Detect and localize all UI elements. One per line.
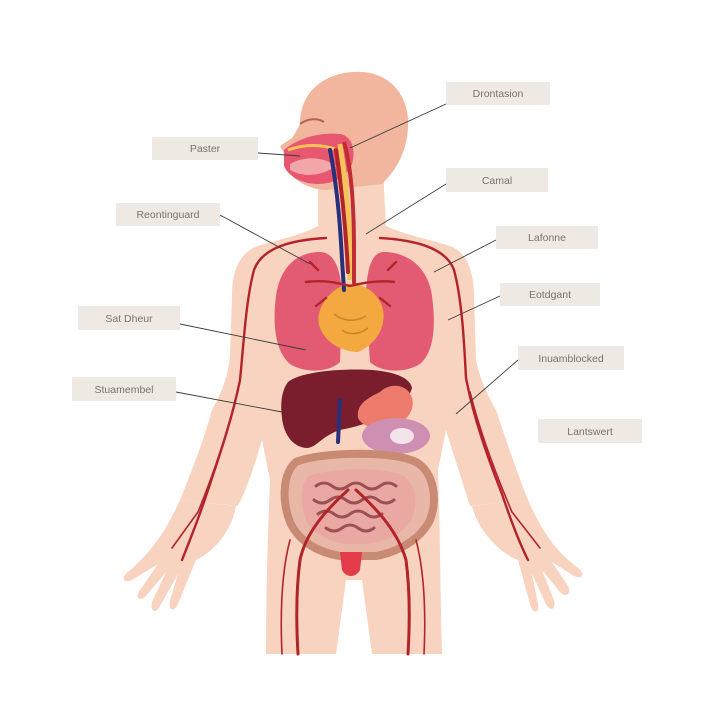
heart bbox=[318, 283, 384, 352]
left-forearm-artery bbox=[171, 389, 239, 549]
leader-line bbox=[257, 152, 301, 157]
label-drontasion: Drontasion bbox=[473, 88, 524, 100]
label-paster: Paster bbox=[190, 143, 221, 155]
leader-line bbox=[455, 359, 519, 415]
small-intestine-coils bbox=[312, 481, 398, 533]
blood-vessels bbox=[171, 148, 541, 656]
label-stuamembel: Stuamembel bbox=[95, 384, 154, 396]
label-box-lantswert bbox=[538, 419, 642, 443]
esophagus bbox=[342, 141, 356, 290]
left-hand bbox=[123, 500, 236, 611]
right-arm-artery bbox=[378, 236, 530, 562]
label-sat-dheur: Sat Dheur bbox=[105, 313, 153, 325]
leader-line bbox=[219, 214, 311, 265]
aorta bbox=[334, 148, 350, 274]
label-box-sat-dheur bbox=[78, 306, 180, 330]
leader-line bbox=[349, 103, 447, 149]
label-box-paster bbox=[152, 137, 258, 160]
stomach bbox=[357, 385, 413, 429]
label-box-eotdgant bbox=[500, 283, 600, 306]
leader-line bbox=[365, 183, 447, 235]
leader-line bbox=[179, 323, 307, 351]
label-box-camal bbox=[446, 168, 548, 192]
label-lafonne: Lafonne bbox=[528, 232, 566, 244]
label-camal: Camal bbox=[482, 175, 512, 187]
liver bbox=[281, 369, 412, 448]
palate bbox=[287, 144, 339, 152]
label-box-inuamblocked bbox=[518, 346, 624, 370]
right-leg-artery bbox=[354, 488, 411, 656]
left-arm-artery bbox=[180, 236, 328, 562]
leader-line bbox=[447, 295, 501, 321]
label-box-lafonne bbox=[496, 226, 598, 249]
pulmonary-vessels bbox=[304, 260, 398, 308]
leader-line bbox=[175, 391, 283, 413]
bladder bbox=[340, 552, 362, 576]
trachea bbox=[337, 143, 353, 280]
left-leg-vein bbox=[280, 539, 291, 655]
label-box-reontinguard bbox=[116, 203, 220, 226]
label-eotdgant: Eotdgant bbox=[529, 289, 571, 301]
leader-lines bbox=[175, 103, 519, 415]
right-forearm-artery bbox=[469, 391, 541, 549]
left-leg-artery bbox=[295, 488, 350, 656]
label-lantswert: Lantswert bbox=[567, 426, 613, 438]
large-intestine-inner bbox=[301, 469, 416, 544]
kidney-core bbox=[390, 428, 414, 444]
labels: Paster Reontinguard Sat Dheur Stuamembel… bbox=[72, 82, 642, 443]
label-box-stuamembel bbox=[72, 377, 176, 401]
tongue bbox=[290, 158, 336, 175]
vena-cava bbox=[328, 148, 346, 444]
label-inuamblocked: Inuamblocked bbox=[538, 353, 604, 365]
label-box-drontasion bbox=[446, 82, 550, 105]
leader-line bbox=[433, 239, 497, 273]
label-reontinguard: Reontinguard bbox=[136, 209, 199, 221]
heart-detail bbox=[333, 313, 369, 335]
eyebrow bbox=[299, 118, 325, 125]
right-leg-vein bbox=[415, 539, 426, 655]
